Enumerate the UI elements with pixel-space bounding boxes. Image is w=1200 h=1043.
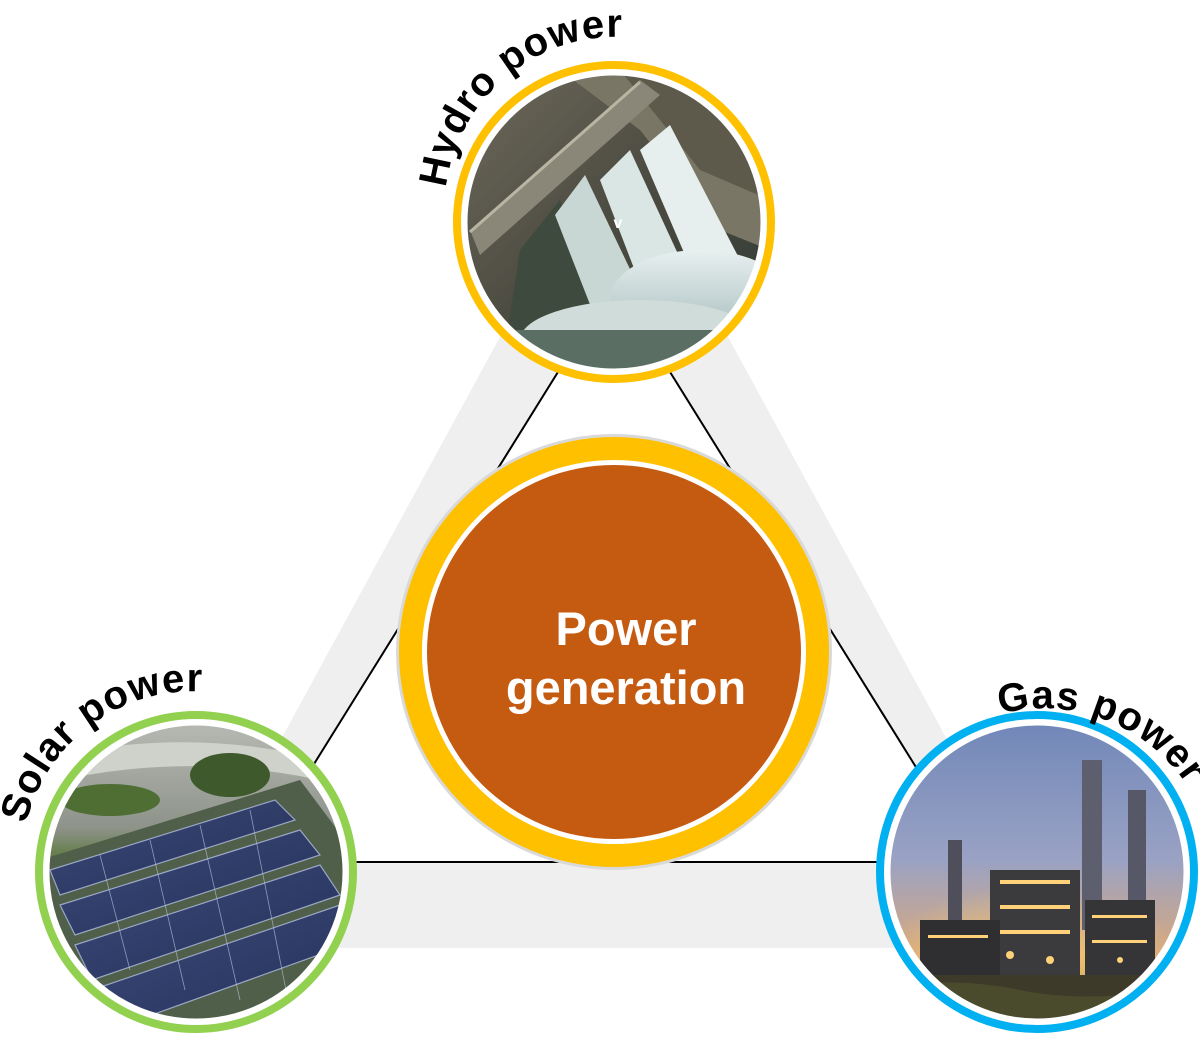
solar-panels-image xyxy=(46,722,346,1022)
gas-ring xyxy=(876,711,1198,1033)
hydro-ring xyxy=(453,61,775,383)
solar-node: Solar power xyxy=(0,656,357,1033)
hydro-overlay-text: v xyxy=(614,215,623,232)
hydro-node: v Hydro power xyxy=(411,2,775,383)
center-fill xyxy=(427,465,801,839)
solar-ring xyxy=(35,711,357,1033)
center-label-line2: generation xyxy=(506,661,746,714)
hydro-dam-image xyxy=(464,72,764,372)
center-label-line1: Power xyxy=(555,602,696,655)
center-node: Power generation xyxy=(396,434,832,870)
